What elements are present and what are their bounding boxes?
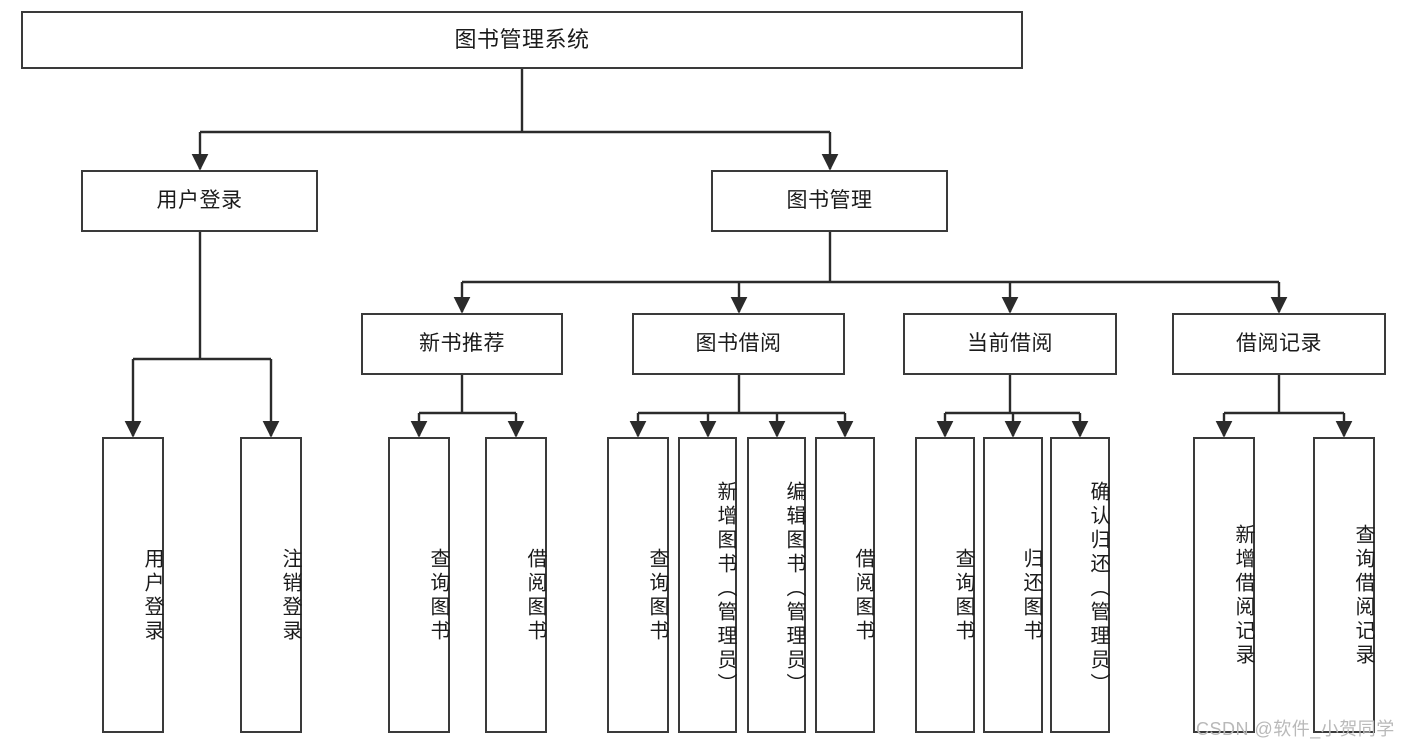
- node-label: 借阅图书: [524, 548, 546, 644]
- node-leaf-confirm-return[interactable]: 确认归还（管理员）: [1050, 437, 1110, 733]
- node-label: 查询图书: [646, 548, 668, 644]
- node-leaf-add-record[interactable]: 新增借阅记录: [1193, 437, 1255, 733]
- node-leaf-query-book-2[interactable]: 查询图书: [607, 437, 669, 733]
- node-leaf-return-book[interactable]: 归还图书: [983, 437, 1043, 733]
- node-leaf-add-book[interactable]: 新增图书（管理员）: [678, 437, 737, 733]
- node-label: 新增借阅记录: [1232, 524, 1254, 668]
- node-n-new-book-rec[interactable]: 新书推荐: [361, 313, 563, 375]
- node-label: 新增图书（管理员）: [714, 481, 736, 697]
- node-label: 注销登录: [279, 548, 301, 644]
- node-leaf-query-record[interactable]: 查询借阅记录: [1313, 437, 1375, 733]
- node-leaf-edit-book[interactable]: 编辑图书（管理员）: [747, 437, 806, 733]
- node-label: 归还图书: [1020, 548, 1042, 644]
- node-label: 新书推荐: [419, 331, 505, 355]
- node-label: 查询借阅记录: [1352, 524, 1374, 668]
- node-label: 查询图书: [427, 548, 449, 644]
- node-label: 用户登录: [156, 188, 243, 212]
- node-label: 图书管理系统: [454, 27, 590, 53]
- node-leaf-query-book-1[interactable]: 查询图书: [388, 437, 450, 733]
- node-leaf-borrow-book-2[interactable]: 借阅图书: [815, 437, 875, 733]
- node-label: 图书借阅: [695, 331, 782, 355]
- node-leaf-user-login[interactable]: 用户登录: [102, 437, 164, 733]
- node-label: 确认归还（管理员）: [1087, 481, 1109, 697]
- node-label: 查询图书: [952, 548, 974, 644]
- node-label: 编辑图书（管理员）: [783, 481, 805, 697]
- node-n-user-login[interactable]: 用户登录: [81, 170, 318, 232]
- node-leaf-borrow-book-1[interactable]: 借阅图书: [485, 437, 547, 733]
- node-root-root[interactable]: 图书管理系统: [21, 11, 1023, 69]
- node-label: 图书管理: [786, 188, 873, 212]
- node-label: 借阅记录: [1236, 331, 1322, 355]
- node-label: 当前借阅: [967, 331, 1053, 355]
- node-n-book-borrow[interactable]: 图书借阅: [632, 313, 845, 375]
- node-leaf-query-book-3[interactable]: 查询图书: [915, 437, 975, 733]
- node-label: 用户登录: [141, 548, 163, 644]
- node-leaf-logout[interactable]: 注销登录: [240, 437, 302, 733]
- node-n-borrow-record[interactable]: 借阅记录: [1172, 313, 1386, 375]
- node-n-current-borrow[interactable]: 当前借阅: [903, 313, 1117, 375]
- watermark-text: CSDN @软件_小贺同学: [1196, 719, 1395, 739]
- node-label: 借阅图书: [852, 548, 874, 644]
- node-n-book-manage[interactable]: 图书管理: [711, 170, 948, 232]
